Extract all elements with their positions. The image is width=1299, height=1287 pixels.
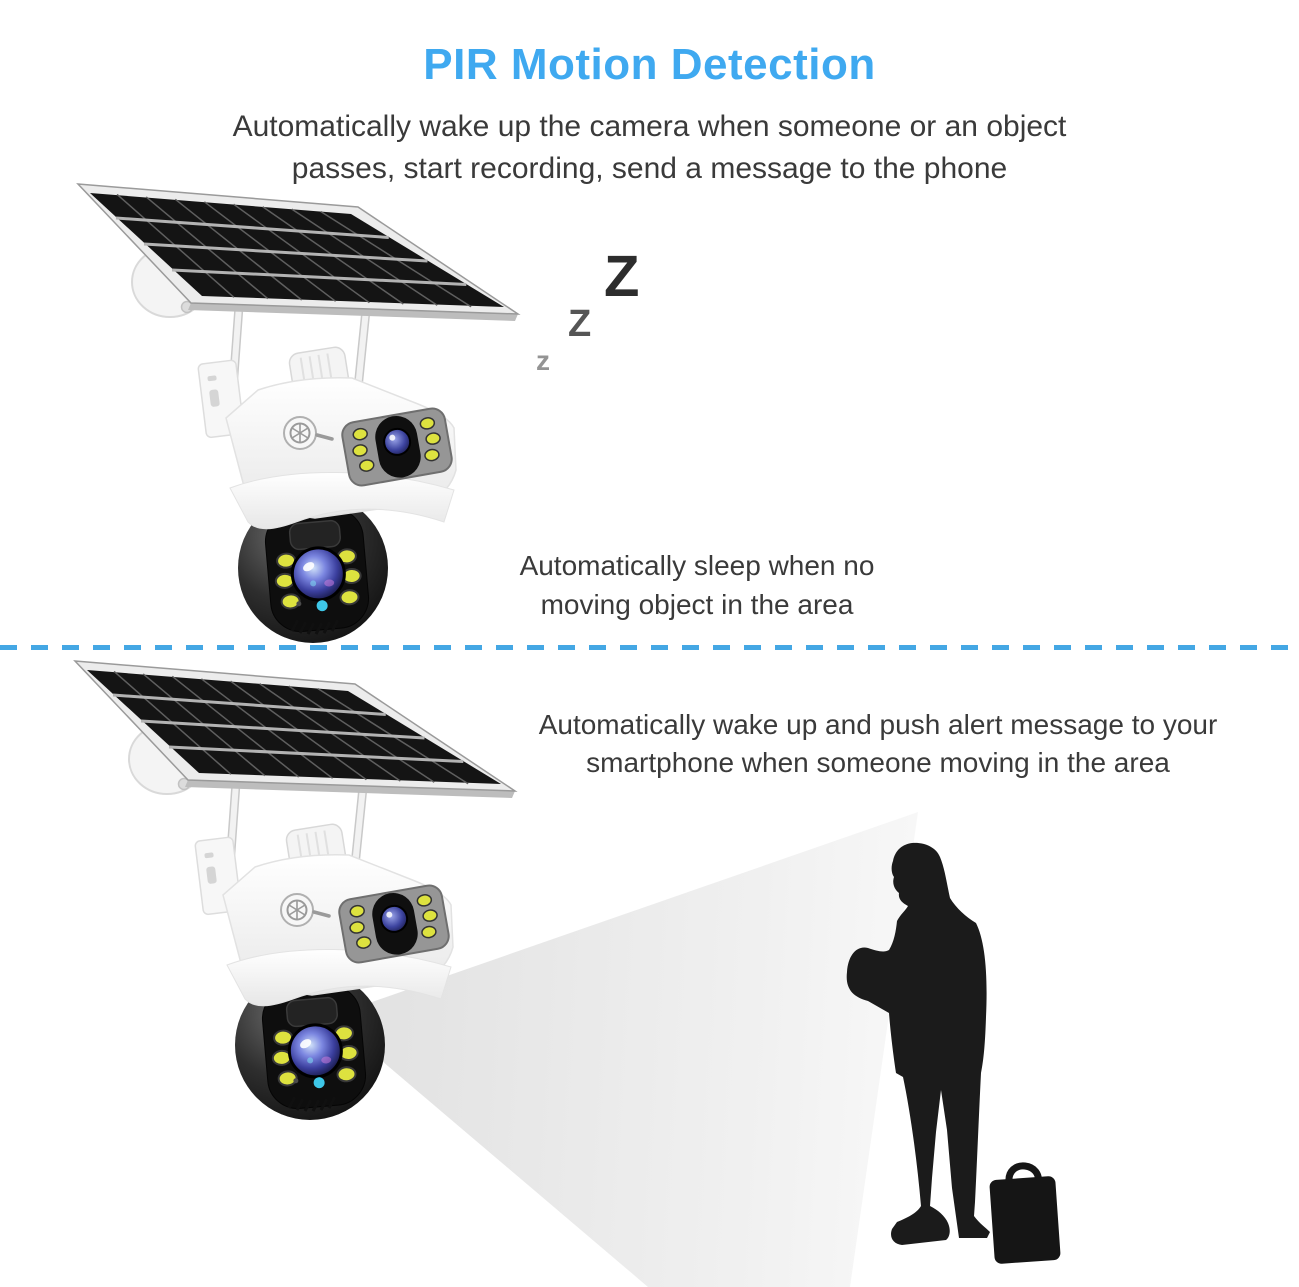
sleep-caption: Automatically sleep when no moving objec… bbox=[347, 546, 1047, 624]
dashed-divider bbox=[0, 645, 1299, 650]
page-subtitle: Automatically wake up the camera when so… bbox=[0, 106, 1299, 190]
page-subtitle-line-2: passes, start recording, send a message … bbox=[291, 152, 1008, 185]
briefcase-handle bbox=[1005, 1162, 1042, 1184]
page-subtitle-line-1: Automatically wake up the camera when so… bbox=[232, 110, 1067, 143]
sleep-caption-line-1: Automatically sleep when no bbox=[519, 550, 875, 581]
page-title: PIR Motion Detection bbox=[423, 40, 876, 89]
sleep-z-medium: Z bbox=[568, 303, 592, 345]
briefcase bbox=[989, 1176, 1061, 1264]
wake-caption-line-1: Automatically wake up and push alert mes… bbox=[538, 709, 1218, 740]
wake-caption: Automatically wake up and push alert mes… bbox=[428, 706, 1299, 782]
sleep-z-small: z bbox=[536, 345, 550, 376]
detection-beam bbox=[362, 812, 918, 1287]
wake-caption-line-2: smartphone when someone moving in the ar… bbox=[586, 747, 1170, 778]
sleep-z-large: Z bbox=[604, 244, 640, 309]
person-silhouette bbox=[846, 842, 990, 1245]
sleep-caption-line-2: moving object in the area bbox=[540, 589, 854, 620]
